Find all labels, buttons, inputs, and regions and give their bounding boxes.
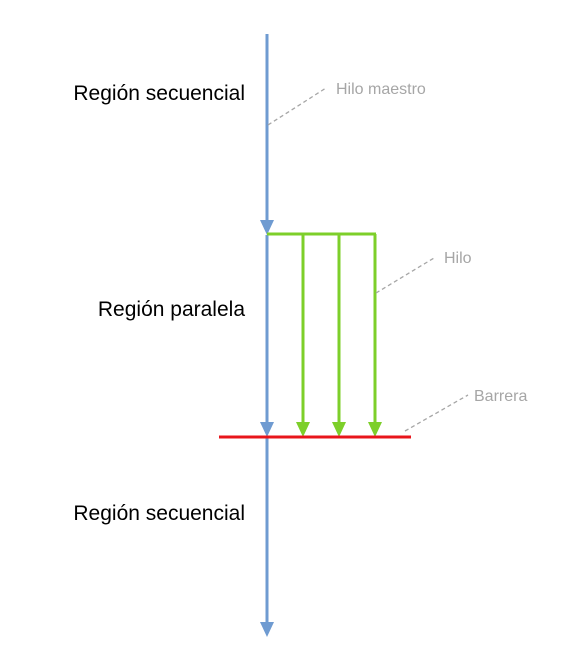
master-thread-arrowhead-3 bbox=[260, 622, 274, 637]
thread-leader bbox=[375, 257, 435, 294]
region-label-sequential-top: Región secuencial bbox=[73, 82, 245, 105]
worker-thread-1-arrowhead bbox=[296, 422, 310, 437]
barrier-leader bbox=[404, 394, 469, 432]
callout-label-master-thread: Hilo maestro bbox=[336, 81, 426, 98]
master-thread-arrowhead-1 bbox=[260, 220, 274, 235]
callout-label-barrier: Barrera bbox=[474, 388, 527, 405]
worker-threads bbox=[267, 232, 382, 437]
master-thread-arrowhead-2 bbox=[260, 422, 274, 437]
region-label-sequential-bottom: Región secuencial bbox=[73, 502, 245, 525]
master-thread-leader bbox=[267, 87, 327, 126]
master-thread bbox=[260, 34, 274, 637]
callout-label-thread: Hilo bbox=[444, 250, 472, 267]
worker-thread-3-arrowhead bbox=[368, 422, 382, 437]
region-label-parallel: Región paralela bbox=[98, 298, 245, 321]
worker-thread-2-arrowhead bbox=[332, 422, 346, 437]
callout-leaders bbox=[267, 87, 469, 432]
